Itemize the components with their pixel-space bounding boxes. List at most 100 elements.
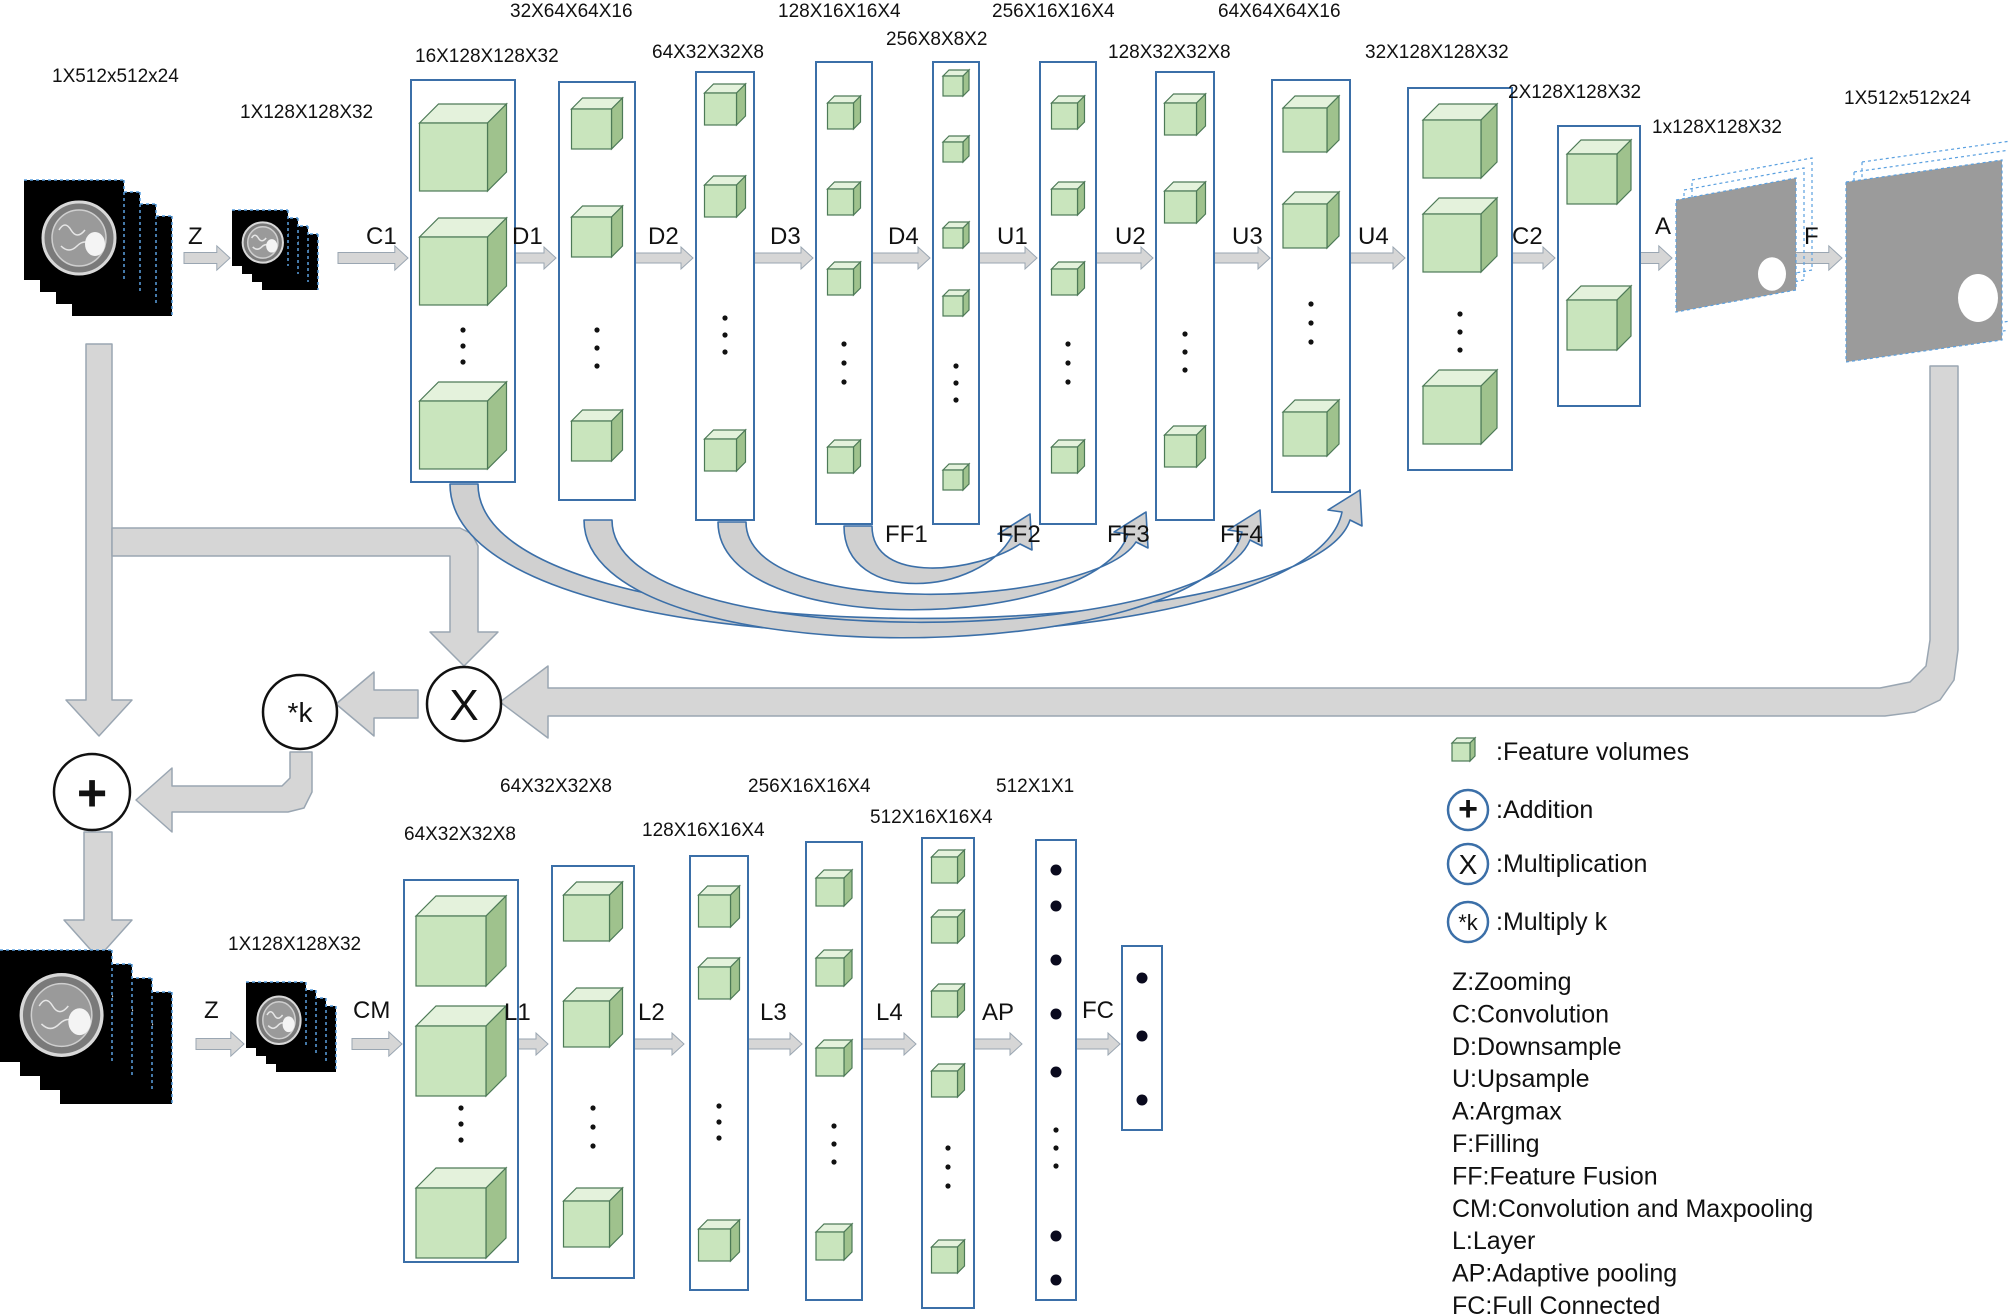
feature-cube-icon <box>414 894 508 988</box>
brain-folds <box>38 999 69 1013</box>
feature-cube-icon <box>930 848 966 885</box>
multiply-to-k-arrow <box>335 671 419 737</box>
op-l1: L1 <box>504 999 531 1026</box>
op-l4: L4 <box>876 999 903 1026</box>
ff1-arrow <box>843 513 1033 585</box>
flow-arrow <box>1511 245 1556 271</box>
cube-front-face <box>697 894 732 928</box>
feature-cube-icon <box>1163 424 1207 469</box>
cube-front-face <box>418 236 489 306</box>
feature-cube-icon <box>418 380 508 471</box>
ellipsis-dot <box>1182 349 1188 355</box>
legend-multiplyk: :Multiply k <box>1496 908 1608 936</box>
cube-front-face <box>826 102 855 130</box>
cube-front-face <box>1422 213 1482 273</box>
op-d1: D1 <box>512 223 543 250</box>
cube-front-face <box>815 877 845 907</box>
panel-c1 <box>410 79 516 483</box>
ellipsis-dots <box>722 315 728 355</box>
dim-cm: 64X32X32X8 <box>404 824 516 845</box>
flow-arrow <box>1095 245 1154 271</box>
cube-front-face <box>697 1228 732 1262</box>
input-mri-stack <box>24 179 173 316</box>
op-ff1: FF1 <box>885 521 928 548</box>
dim-u2: 128X32X32X8 <box>1108 42 1231 63</box>
ellipsis-dot <box>460 327 466 333</box>
ellipsis-dot <box>945 1183 951 1189</box>
legend-multiplyk-symbol: *k <box>1458 910 1479 935</box>
brain-folds <box>58 224 86 236</box>
feature-cube-icon <box>697 1218 741 1263</box>
ellipsis-dot <box>1182 331 1188 337</box>
legend-abbreviation: CM:Convolution and Maxpooling <box>1452 1195 1813 1223</box>
big-flow-arrows <box>63 343 1959 959</box>
feature-cube-icon <box>418 216 508 307</box>
op-c1: C1 <box>366 223 397 250</box>
ellipsis-dot <box>953 380 959 386</box>
feature-cube-icon <box>703 174 747 219</box>
cube-front-face <box>703 92 738 126</box>
flow-arrow <box>1793 244 1843 272</box>
bottom-dimension-labels: 1X128X128X32 64X32X32X8 64X32X32X8 128X1… <box>228 776 1074 955</box>
ellipsis-dot <box>1457 347 1463 353</box>
ellipsis-dot <box>594 345 600 351</box>
neuron-dot <box>1136 1030 1148 1042</box>
ellipsis-dot <box>460 359 466 365</box>
feature-cube-icon <box>930 1062 966 1099</box>
ellipsis-dot <box>594 327 600 333</box>
ellipsis-dot <box>1065 379 1071 385</box>
operators: X*k+ <box>52 665 503 832</box>
feature-cube-icon <box>1565 284 1633 352</box>
neuron-dot <box>1136 972 1148 984</box>
dim-l4: 512X16X16X4 <box>870 807 993 828</box>
cube-front-face <box>697 966 732 1000</box>
panel-ap <box>1035 839 1077 1301</box>
legend-abbreviation: C:Convolution <box>1452 1000 1609 1028</box>
ellipsis-dots <box>953 363 959 403</box>
addition-operator: + <box>52 752 132 832</box>
legend-abbreviation: U:Upsample <box>1452 1065 1590 1093</box>
dim-l1: 64X32X32X8 <box>500 776 612 797</box>
op-bottom-z: Z <box>204 997 219 1024</box>
flow-arrow <box>195 1030 245 1058</box>
addition-to-output-arrow <box>63 831 133 959</box>
cube-front-face <box>562 1200 611 1248</box>
ellipsis-dot <box>590 1143 596 1149</box>
multiply-operator-circle <box>425 665 503 743</box>
dim-u3: 64X64X64X16 <box>1218 1 1341 22</box>
ellipsis-dots <box>458 1105 464 1143</box>
flow-arrow <box>861 1031 917 1057</box>
feature-cube-icon <box>814 868 854 908</box>
panel-d4 <box>932 61 980 525</box>
ellipsis-dot <box>716 1119 722 1125</box>
cube-front-face <box>826 268 855 296</box>
cube-front-face <box>415 1025 487 1097</box>
dim-c1: 16X128X128X32 <box>415 46 559 67</box>
legend-abbreviation: AP:Adaptive pooling <box>1452 1260 1677 1288</box>
ellipsis-dot <box>945 1145 951 1151</box>
ellipsis-dot <box>1053 1127 1059 1133</box>
op-ff4: FF4 <box>1220 521 1263 548</box>
feature-panels <box>403 61 1641 1309</box>
tumor-region <box>266 239 278 253</box>
feature-cube-icon <box>930 982 966 1019</box>
cube-front-face <box>562 894 611 942</box>
tumor-region <box>85 232 105 256</box>
feature-cube-icon <box>1281 94 1341 154</box>
op-u1: U1 <box>997 223 1028 250</box>
ellipsis-dots <box>1457 311 1463 353</box>
multiply-operator: X <box>425 665 503 743</box>
flow-arrow <box>747 1031 803 1057</box>
panel-d1 <box>558 81 636 501</box>
ellipsis-dot <box>1308 320 1314 326</box>
legend-multiplication-symbol: X <box>1459 849 1478 880</box>
legend-abbreviation: FC:Full Connected <box>1452 1292 1660 1314</box>
cube-front-face <box>1163 434 1198 468</box>
cube-front-face <box>942 227 964 249</box>
cube-front-face <box>930 856 959 884</box>
neuron-dot <box>1050 1230 1062 1242</box>
mri-slice <box>232 209 289 266</box>
cube-front-face <box>1282 203 1328 249</box>
brain-folds <box>250 234 267 242</box>
